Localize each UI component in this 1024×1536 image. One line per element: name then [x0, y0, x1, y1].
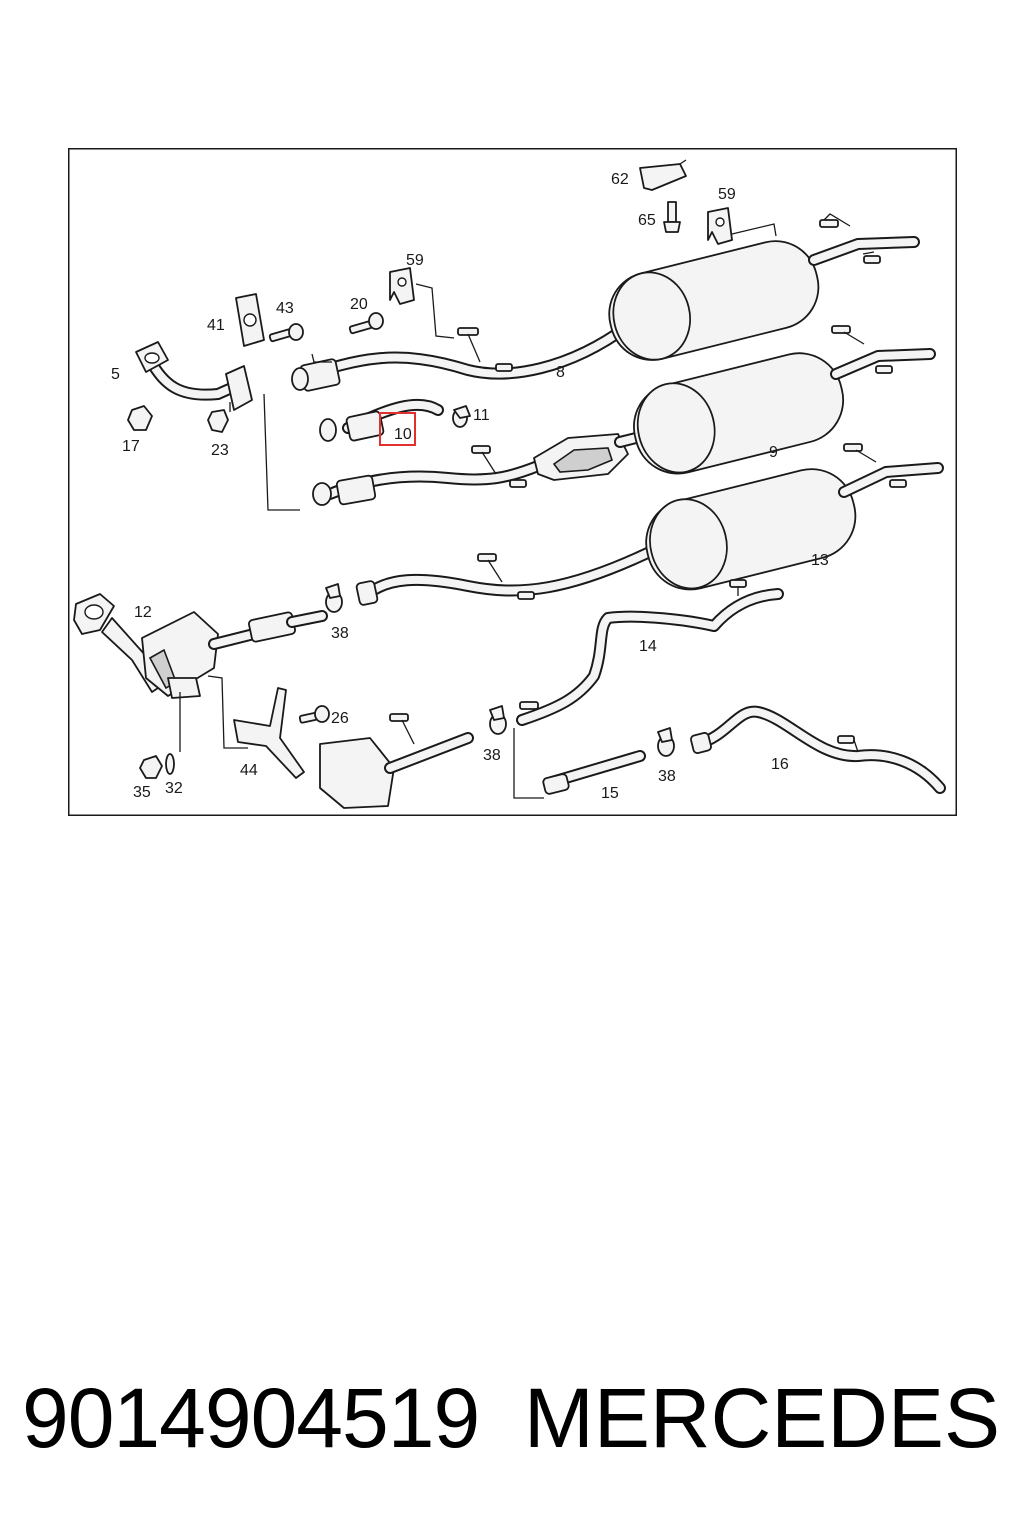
brand-name: MERCEDES	[523, 1371, 1000, 1465]
highlight-box-10	[379, 412, 416, 446]
clamp-38-b	[489, 705, 544, 799]
label-38-a: 38	[331, 625, 349, 642]
bolt-26	[298, 705, 330, 724]
rear-muffler-partial	[319, 713, 474, 809]
label-65: 65	[638, 212, 656, 229]
label-8: 8	[556, 364, 565, 381]
bolt-20	[311, 312, 384, 363]
catalytic-converter-12	[73, 593, 328, 749]
nut-35	[139, 755, 163, 779]
label-59-top: 59	[718, 186, 736, 203]
label-41: 41	[207, 317, 225, 334]
label-13: 13	[811, 552, 829, 569]
label-11: 11	[473, 407, 490, 424]
footer: 9014904519 MERCEDES	[0, 1368, 1024, 1468]
rubber-mount-59-mid	[389, 267, 455, 339]
flange-pipe-5	[135, 341, 253, 411]
label-12: 12	[134, 604, 152, 621]
exhaust-assembly-9	[312, 325, 936, 506]
tail-pipe-14	[516, 579, 784, 726]
label-62: 62	[611, 171, 629, 188]
label-9: 9	[769, 444, 778, 461]
label-44: 44	[240, 762, 258, 779]
nut-23	[207, 409, 229, 433]
exhaust-diagram-svg: 62 59 65 59 41 43 20 5 8 17 23 10 11 9 1…	[68, 148, 957, 816]
label-26: 26	[331, 710, 349, 727]
label-5: 5	[111, 366, 120, 383]
part-number: 9014904519	[22, 1371, 480, 1465]
front-pipe-10	[319, 398, 444, 442]
label-20: 20	[350, 296, 368, 313]
label-16: 16	[771, 756, 789, 773]
exhaust-assembly-13	[355, 443, 944, 606]
label-32: 32	[165, 780, 183, 797]
label-43: 43	[276, 300, 294, 317]
exhaust-parts-diagram: 62 59 65 59 41 43 20 5 8 17 23 10 11 9 1…	[68, 148, 957, 816]
hanger-bracket-62	[639, 159, 687, 191]
bracket-44	[233, 687, 305, 779]
washer-32	[165, 692, 181, 775]
pipe-15	[542, 750, 646, 795]
label-23: 23	[211, 442, 229, 459]
label-14: 14	[639, 638, 657, 655]
tail-pipe-16	[690, 705, 946, 794]
label-15: 15	[601, 785, 619, 802]
nut-17	[127, 405, 153, 431]
rubber-mount-59-top	[707, 207, 777, 245]
bolt-65	[663, 201, 681, 233]
label-35: 35	[133, 784, 151, 801]
label-59-mid: 59	[406, 252, 424, 269]
bolt-43	[268, 323, 304, 343]
label-38-b: 38	[483, 747, 501, 764]
gasket-41	[235, 293, 265, 347]
exhaust-assembly-8	[291, 213, 920, 392]
label-10: 10	[394, 426, 412, 443]
clamp-38-a	[325, 583, 343, 613]
label-38-c: 38	[658, 768, 676, 785]
clamp-38-c	[657, 727, 675, 757]
clamp-11	[452, 405, 471, 428]
label-17: 17	[122, 438, 140, 455]
